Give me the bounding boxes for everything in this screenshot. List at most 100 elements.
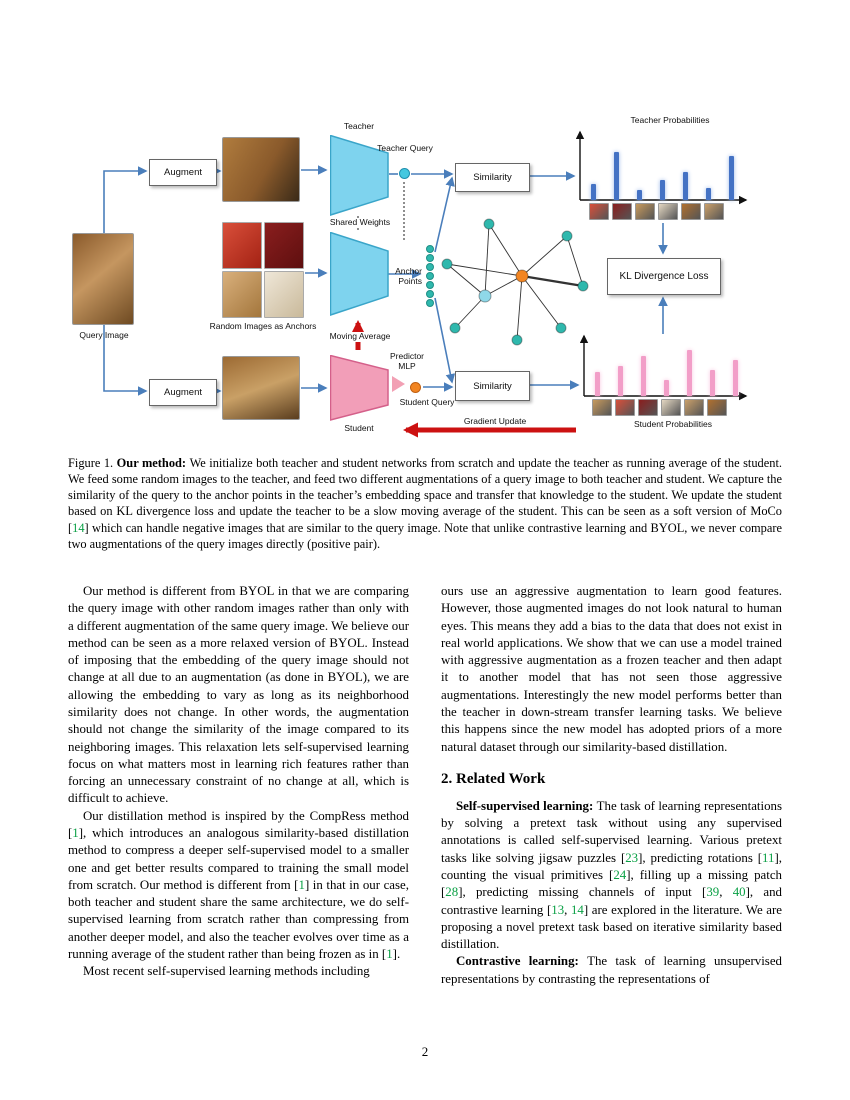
augment-box-bottom: Augment	[149, 379, 217, 406]
label-random-images: Random Images as Anchors	[209, 321, 317, 331]
kl-divergence-loss-box: KL Divergence Loss	[607, 258, 721, 295]
anchor-image	[222, 271, 262, 318]
anchor-encoder	[330, 232, 389, 316]
teacher-thumbnails	[589, 203, 724, 220]
augment-label: Augment	[163, 387, 203, 398]
citation-link[interactable]: 24	[613, 868, 627, 883]
image-thumbnail	[635, 203, 655, 220]
anchor-image	[222, 222, 262, 269]
image-thumbnail	[707, 399, 727, 416]
label-teacher-query: Teacher Query	[377, 143, 433, 153]
anchor-images-grid	[222, 222, 304, 318]
graph-node	[478, 289, 492, 303]
image-thumbnail	[612, 203, 632, 220]
anchor-points-dots	[426, 245, 434, 307]
probability-bar	[733, 360, 738, 396]
text-run: ], counting the visual primitives [	[441, 850, 782, 883]
text-run: ] in that in our case, both teacher and …	[68, 877, 409, 961]
probability-bar	[637, 190, 642, 200]
similarity-box-bottom: Similarity	[455, 371, 530, 401]
paragraph: Our method is different from BYOL in tha…	[68, 583, 409, 808]
text-run: Contrastive learning:	[456, 954, 588, 969]
label-moving-average: Moving Average	[320, 331, 400, 342]
probability-bar	[706, 188, 711, 200]
text-run: Our method:	[116, 456, 190, 470]
citation-link[interactable]: 23	[625, 850, 639, 865]
probability-bar	[729, 156, 734, 200]
citation-link[interactable]: 11	[762, 850, 775, 865]
text-run: The task of learning unsupervised repres…	[441, 954, 782, 986]
citation-link[interactable]: 28	[445, 885, 459, 900]
graph-node	[511, 334, 523, 346]
probability-bar	[591, 184, 596, 200]
embedding-graph	[441, 218, 589, 346]
citation-link[interactable]: 39	[706, 885, 720, 900]
student-encoder	[330, 355, 389, 421]
image-thumbnail	[592, 399, 612, 416]
label-query-image: Query Image	[79, 330, 129, 340]
citation-link[interactable]: 14	[72, 520, 85, 535]
similarity-label: Similarity	[473, 172, 512, 183]
text-run: Our method is different from BYOL in tha…	[68, 584, 409, 806]
image-thumbnail	[681, 203, 701, 220]
teacher-bars	[581, 132, 749, 200]
augmented-image-top	[222, 137, 300, 202]
augment-label: Augment	[163, 167, 203, 178]
similarity-label: Similarity	[473, 380, 512, 392]
label-student-probabilities: Student Probabilities	[634, 419, 712, 429]
image-thumbnail	[658, 203, 678, 220]
probability-bar	[641, 356, 646, 396]
text-run: ] which can handle negative images that …	[68, 520, 782, 551]
text-run: We initialize both teacher and student n…	[68, 456, 782, 535]
image-thumbnail	[589, 203, 609, 220]
figure-caption: Figure 1. Our method: We initialize both…	[68, 455, 782, 552]
text-run: The task of learning representations by …	[441, 798, 782, 865]
label-predictor-mlp: Predictor MLP	[389, 351, 424, 371]
graph-node	[561, 230, 573, 242]
figure-1-diagram: Query Image Random Images as Anchors Aug…	[0, 112, 850, 460]
query-image-photo	[72, 233, 134, 325]
image-thumbnail	[661, 399, 681, 416]
probability-bar	[683, 172, 688, 200]
citation-link[interactable]: 1	[72, 825, 79, 840]
citation-link[interactable]: 14	[570, 902, 584, 917]
graph-node	[449, 322, 461, 334]
probability-bar	[660, 180, 665, 200]
citation-link[interactable]: 1	[386, 946, 393, 961]
graph-node	[441, 258, 453, 270]
probability-bar	[710, 370, 715, 396]
augment-box-top: Augment	[149, 159, 217, 186]
text-run: ,	[719, 885, 733, 900]
paragraph: Self-supervised learning: The task of le…	[441, 798, 782, 954]
teacher-query-dot	[399, 168, 410, 179]
probability-bar	[618, 366, 623, 396]
text-run: ], predicting missing channels of input …	[458, 885, 707, 900]
citation-link[interactable]: 13	[551, 902, 565, 917]
paragraph: Contrastive learning: The task of learni…	[441, 953, 782, 988]
paragraph: Most recent self-supervised learning met…	[68, 963, 409, 980]
probability-bar	[687, 350, 692, 396]
anchor-image	[264, 271, 304, 318]
label-anchor-points: Anchor Points	[395, 266, 422, 286]
text-run: ours use an aggressive augmentation to l…	[441, 584, 782, 754]
citation-link[interactable]: 1	[298, 877, 305, 892]
label-teacher: Teacher	[343, 121, 375, 131]
figure-connectors	[103, 130, 748, 438]
text-run: ], filling up a missing patch [	[441, 868, 783, 900]
graph-node	[515, 269, 529, 283]
text-run: ], which introduces an analogous similar…	[68, 825, 409, 892]
label-student: Student	[344, 423, 374, 433]
page-number: 2	[421, 1044, 429, 1059]
augmented-image-bottom	[222, 356, 300, 420]
image-thumbnail	[684, 399, 704, 416]
image-thumbnail	[615, 399, 635, 416]
teacher-encoder	[330, 135, 389, 216]
text-run: ].	[392, 946, 401, 961]
image-thumbnail	[638, 399, 658, 416]
citation-link[interactable]: 40	[732, 885, 746, 900]
text-run: ], and contrastive learning [	[441, 885, 782, 917]
student-thumbnails	[592, 399, 727, 416]
graph-node	[483, 218, 495, 230]
text-run: ] are explored in the literature. We are…	[441, 902, 782, 952]
